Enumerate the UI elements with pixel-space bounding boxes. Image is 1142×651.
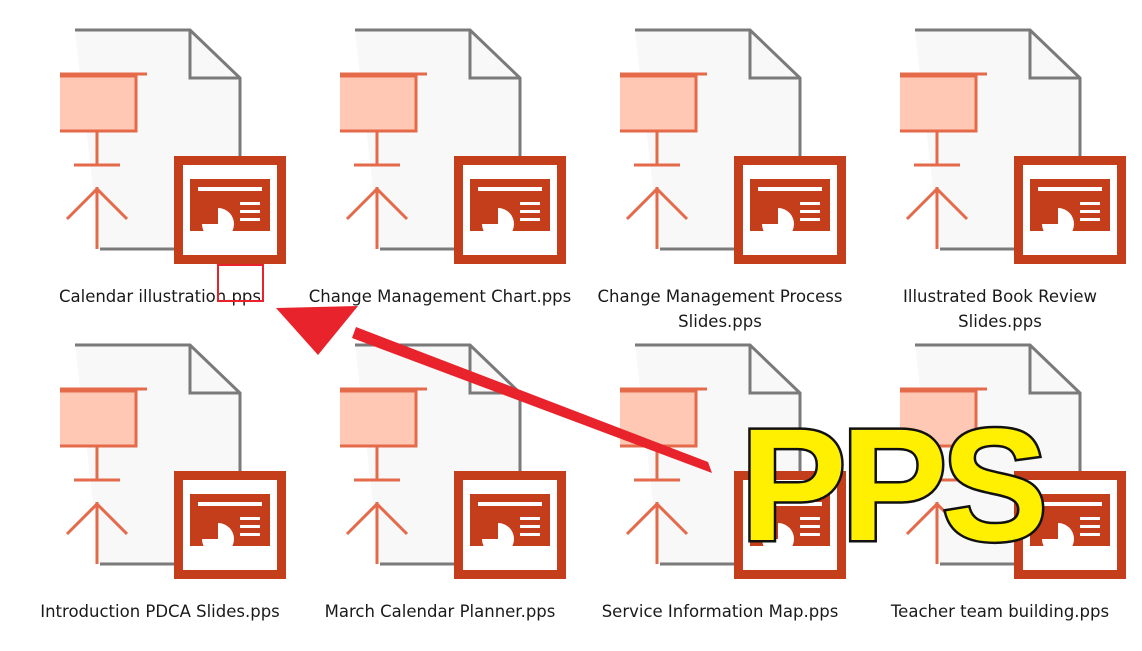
file-name-label: March Calendar Planner.pps bbox=[300, 599, 580, 624]
file-name-line: Introduction PDCA Slides.pps bbox=[40, 602, 280, 621]
file-name-line: Slides.pps bbox=[678, 312, 762, 331]
file-name-label: Teacher team building.pps bbox=[860, 599, 1140, 624]
file-name-line: Teacher team building.pps bbox=[890, 602, 1110, 621]
file-name-line: Calendar illustration.pps bbox=[58, 287, 261, 306]
file-tile[interactable]: Introduction PDCA Slides.pps bbox=[20, 330, 300, 630]
file-name-line: Service Information Map.pps bbox=[601, 602, 839, 621]
powerpoint-show-file-icon bbox=[340, 343, 566, 579]
powerpoint-show-file-icon bbox=[60, 28, 286, 264]
file-tile[interactable]: Calendar illustration.pps bbox=[20, 15, 300, 315]
file-name-label: Introduction PDCA Slides.pps bbox=[20, 599, 300, 624]
file-tile[interactable]: Teacher team building.pps bbox=[860, 330, 1140, 630]
file-name-line: Change Management Process bbox=[597, 287, 843, 306]
file-name-line: Change Management Chart.pps bbox=[308, 287, 572, 306]
file-name-line: March Calendar Planner.pps bbox=[324, 602, 556, 621]
powerpoint-show-file-icon bbox=[60, 343, 286, 579]
powerpoint-show-file-icon bbox=[900, 28, 1126, 264]
file-name-line: Illustrated Book Review bbox=[903, 287, 1097, 306]
powerpoint-show-file-icon bbox=[340, 28, 566, 264]
file-name-label: Calendar illustration.pps bbox=[20, 284, 300, 309]
file-name-label: Service Information Map.pps bbox=[580, 599, 860, 624]
pps-callout-label: PPS bbox=[737, 395, 1050, 574]
extension-highlight-box bbox=[217, 264, 264, 302]
powerpoint-show-file-icon bbox=[620, 28, 846, 264]
file-name-label: Change Management Chart.pps bbox=[300, 284, 580, 309]
file-tile[interactable]: March Calendar Planner.pps bbox=[300, 330, 580, 630]
file-tile[interactable]: Change Management Chart.pps bbox=[300, 15, 580, 315]
file-name-line: Slides.pps bbox=[958, 312, 1042, 331]
powerpoint-show-file-icon bbox=[900, 343, 1126, 579]
